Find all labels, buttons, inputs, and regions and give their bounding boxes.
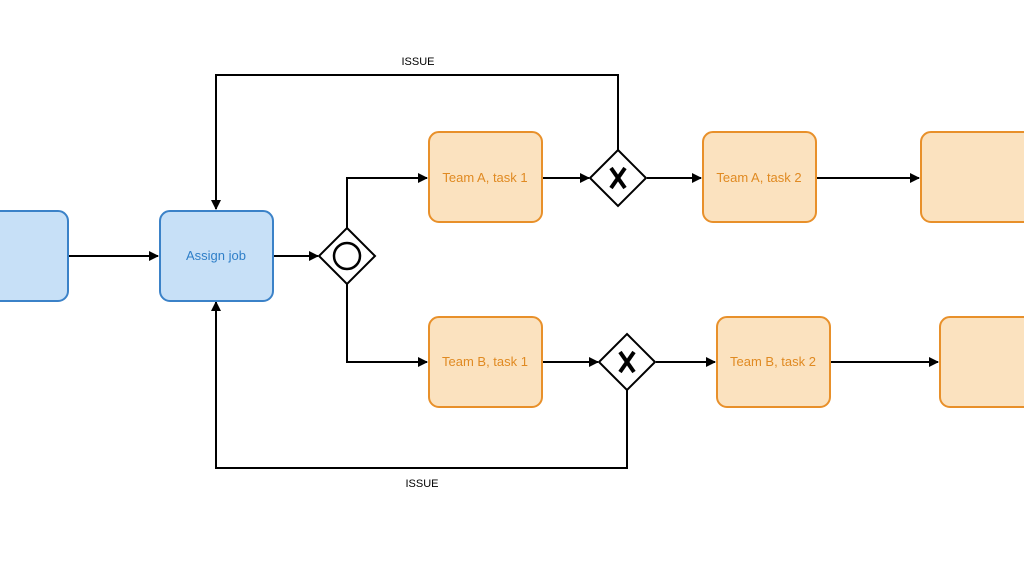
end-task-b[interactable] [939, 316, 1024, 408]
task-team-a-2-label: Team A, task 2 [716, 170, 801, 185]
edge-gateway-to-team-b-task1 [346, 284, 428, 367]
task-assign-job-label: Assign job [186, 248, 246, 263]
start-task[interactable] [0, 210, 69, 302]
task-team-b-2-label: Team B, task 2 [730, 354, 816, 369]
task-team-b-1[interactable]: Team B, task 1 [428, 316, 543, 408]
issue-label-top: ISSUE [401, 56, 434, 68]
edge-issue-loop-top [211, 74, 619, 210]
task-team-a-2[interactable]: Team A, task 2 [702, 131, 817, 223]
exclusive-gateway-icon[interactable] [588, 148, 648, 208]
task-team-b-2[interactable]: Team B, task 2 [716, 316, 831, 408]
task-team-a-1-label: Team A, task 1 [442, 170, 527, 185]
issue-label-bottom: ISSUE [405, 478, 438, 490]
edge-issue-loop-bottom [211, 301, 628, 469]
task-assign-job[interactable]: Assign job [159, 210, 274, 302]
exclusive-gateway-icon[interactable] [597, 332, 657, 392]
task-team-b-1-label: Team B, task 1 [442, 354, 528, 369]
edge-gateway-to-team-a-task1 [346, 173, 428, 228]
task-team-a-1[interactable]: Team A, task 1 [428, 131, 543, 223]
end-task-a[interactable] [920, 131, 1024, 223]
inclusive-gateway-icon[interactable] [317, 226, 377, 286]
edges [68, 74, 939, 469]
